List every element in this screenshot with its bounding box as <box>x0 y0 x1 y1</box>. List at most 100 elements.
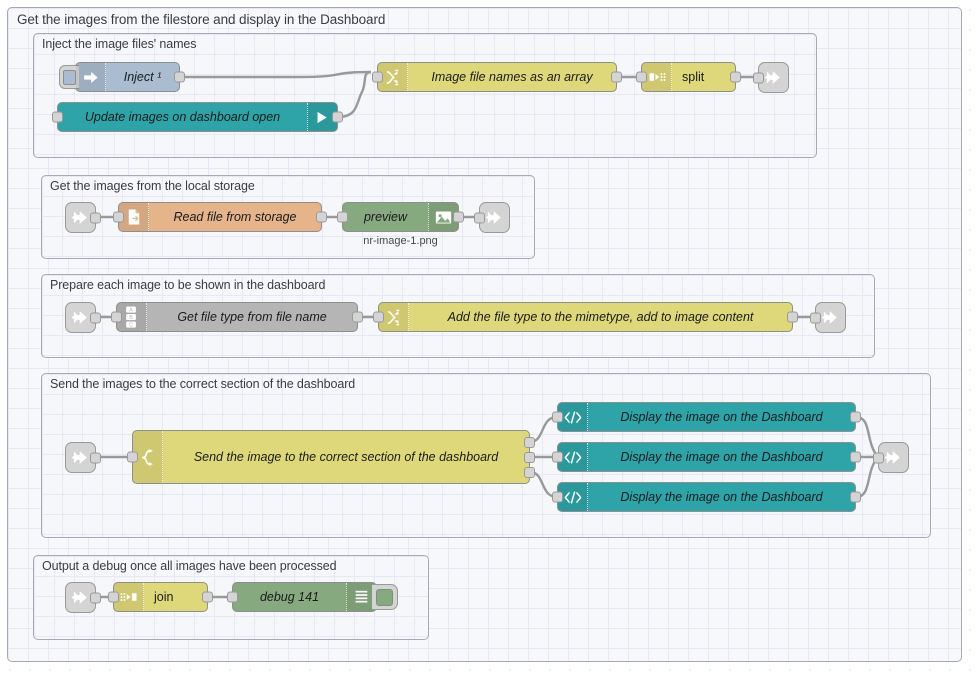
node-send-image-output-port-3[interactable] <box>524 467 535 478</box>
link-in-icon <box>71 211 87 224</box>
node-image-file-names-output-port[interactable] <box>611 71 622 83</box>
template-code-icon <box>558 443 588 471</box>
link-out-node-4[interactable] <box>873 442 909 473</box>
group-inject[interactable]: Inject the image files' names <box>33 33 817 158</box>
link-out-node-4-input-port[interactable] <box>873 452 884 463</box>
node-image-file-names-input-port[interactable] <box>372 71 383 83</box>
link-out-node-2-input-port[interactable] <box>474 212 485 223</box>
link-in-node-3-output-port[interactable] <box>90 312 101 323</box>
link-out-node-1-input-port[interactable] <box>753 72 764 83</box>
svg-text:B: B <box>129 315 133 321</box>
node-preview-input-port[interactable] <box>337 211 348 223</box>
svg-text:C: C <box>129 322 133 328</box>
abc-change-icon: A B C <box>117 303 147 331</box>
node-display-1-output-port[interactable] <box>850 411 861 423</box>
group-outer-label: Get the images from the filestore and di… <box>17 12 386 27</box>
node-split-input-port[interactable] <box>636 71 647 83</box>
node-display-1-input-port[interactable] <box>552 411 563 423</box>
group-send-section-label: Send the images to the correct section o… <box>50 377 356 391</box>
node-inject-output-port[interactable] <box>174 71 185 83</box>
function-icon <box>378 63 408 91</box>
node-display-3-input-port[interactable] <box>552 491 563 503</box>
node-split[interactable]: split <box>636 62 741 92</box>
link-out-icon <box>821 311 837 324</box>
link-out-node-1[interactable] <box>753 62 789 93</box>
group-debug-label: Output a debug once all images have been… <box>42 559 337 573</box>
debug-toggle-button[interactable] <box>372 584 398 610</box>
node-get-file-type-output-port[interactable] <box>352 311 363 323</box>
node-preview-sublabel: nr-image-1.png <box>363 235 438 247</box>
node-display-2[interactable]: Display the image on the Dashboard <box>552 442 861 472</box>
node-read-file-input-port[interactable] <box>113 211 124 223</box>
inject-trigger-button[interactable] <box>59 65 79 89</box>
node-update-images-label: Update images on dashboard open <box>84 110 281 124</box>
node-preview-output-port[interactable] <box>453 211 464 223</box>
link-in-icon <box>71 451 87 464</box>
node-preview-label: preview <box>363 210 408 224</box>
node-display-2-output-port[interactable] <box>850 451 861 463</box>
node-send-image-output-port-1[interactable] <box>524 437 535 448</box>
link-in-node-4[interactable] <box>65 442 101 473</box>
group-prepare-label: Prepare each image to be shown in the da… <box>50 278 326 292</box>
node-debug-input-port[interactable] <box>227 591 238 603</box>
split-icon <box>642 63 672 91</box>
node-send-image-input-port[interactable] <box>127 451 138 463</box>
node-preview[interactable]: preview <box>337 202 464 232</box>
node-debug-label: debug 141 <box>259 590 320 604</box>
node-display-2-label: Display the image on the Dashboard <box>620 450 823 464</box>
node-display-1[interactable]: Display the image on the Dashboard <box>552 402 861 432</box>
node-join[interactable]: join <box>108 582 213 612</box>
node-split-output-port[interactable] <box>730 71 741 83</box>
inject-trigger-knob <box>63 69 76 85</box>
node-update-images-input-port[interactable] <box>52 111 63 123</box>
node-add-file-type-output-port[interactable] <box>787 311 798 323</box>
node-read-file[interactable]: Read file from storage <box>113 202 327 232</box>
node-update-images-output-port[interactable] <box>332 111 343 123</box>
node-image-file-names[interactable]: Image file names as an array <box>372 62 622 92</box>
link-out-node-3[interactable] <box>810 302 846 333</box>
node-join-input-port[interactable] <box>108 591 119 603</box>
node-display-3[interactable]: Display the image on the Dashboard <box>552 482 861 512</box>
link-in-node-2-output-port[interactable] <box>90 212 101 223</box>
link-out-node-3-input-port[interactable] <box>810 312 821 323</box>
group-local-storage-label: Get the images from the local storage <box>50 179 255 193</box>
link-in-node-4-output-port[interactable] <box>90 452 101 463</box>
link-out-node-2[interactable] <box>474 202 510 233</box>
svg-text:A: A <box>129 307 133 313</box>
node-display-3-output-port[interactable] <box>850 491 861 503</box>
debug-lines-icon <box>346 583 376 611</box>
switch-icon <box>133 431 163 483</box>
debug-toggle-knob <box>376 588 393 606</box>
node-update-images[interactable]: Update images on dashboard open <box>52 102 343 132</box>
group-inject-label: Inject the image files' names <box>42 37 197 51</box>
node-join-label: join <box>154 590 174 604</box>
node-join-output-port[interactable] <box>202 591 213 603</box>
file-in-icon <box>119 203 149 231</box>
link-in-node-5[interactable] <box>65 582 101 613</box>
link-in-icon <box>71 311 87 324</box>
node-get-file-type-label: Get file type from file name <box>177 310 327 324</box>
inject-arrow-icon <box>76 63 106 91</box>
node-add-file-type[interactable]: Add the file type to the mimetype, add t… <box>373 302 798 332</box>
node-image-file-names-label: Image file names as an array <box>431 70 593 84</box>
node-get-file-type-input-port[interactable] <box>111 311 122 323</box>
node-read-file-label: Read file from storage <box>173 210 297 224</box>
join-icon <box>114 583 144 611</box>
node-get-file-type[interactable]: A B C Get file type from file name <box>111 302 363 332</box>
node-display-1-label: Display the image on the Dashboard <box>620 410 823 424</box>
link-in-node-2[interactable] <box>65 202 101 233</box>
link-in-node-3[interactable] <box>65 302 101 333</box>
node-add-file-type-input-port[interactable] <box>373 311 384 323</box>
link-out-icon <box>884 451 900 464</box>
node-send-image[interactable]: Send the image to the correct section of… <box>127 430 535 484</box>
node-add-file-type-label: Add the file type to the mimetype, add t… <box>447 310 754 324</box>
link-in-node-5-output-port[interactable] <box>90 592 101 603</box>
node-debug[interactable]: debug 141 <box>227 582 398 612</box>
node-inject[interactable]: Inject ¹ <box>59 62 185 92</box>
node-display-2-input-port[interactable] <box>552 451 563 463</box>
node-inject-label: Inject ¹ <box>123 70 162 84</box>
link-in-icon <box>71 591 87 604</box>
node-read-file-output-port[interactable] <box>316 211 327 223</box>
node-send-image-output-port-2[interactable] <box>524 452 535 463</box>
